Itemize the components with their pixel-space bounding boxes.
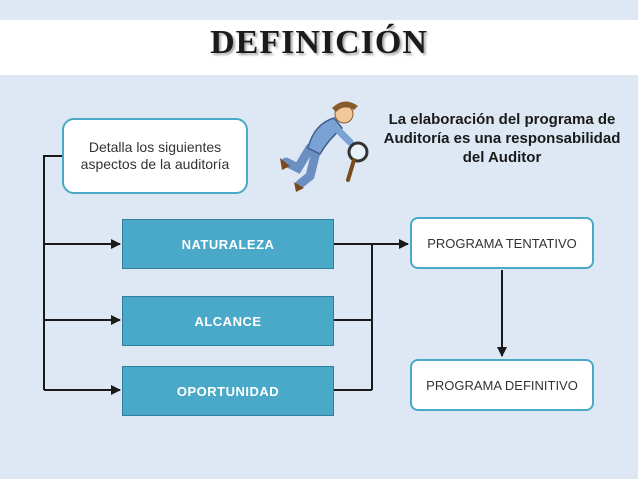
aspect-label: NATURALEZA	[181, 236, 275, 252]
aspect-naturaleza: NATURALEZA	[122, 219, 334, 269]
programa-definitivo-box: PROGRAMA DEFINITIVO	[410, 359, 594, 411]
callout-text: Detalla los siguientes aspectos de la au…	[80, 139, 230, 172]
aspect-alcance: ALCANCE	[122, 296, 334, 346]
aspect-label: ALCANCE	[194, 313, 262, 329]
page-title: DEFINICIÓN	[210, 24, 428, 61]
callout-bracket	[43, 155, 62, 390]
aspect-oportunidad: OPORTUNIDAD	[122, 366, 334, 416]
detective-magnifier-icon	[280, 101, 369, 192]
program-label: PROGRAMA TENTATIVO	[427, 235, 577, 251]
aspects-callout: Detalla los siguientes aspectos de la au…	[62, 118, 248, 194]
programa-tentativo-box: PROGRAMA TENTATIVO	[410, 217, 594, 269]
program-label: PROGRAMA DEFINITIVO	[426, 377, 578, 393]
aspect-label: OPORTUNIDAD	[176, 383, 280, 399]
title-band	[0, 20, 638, 75]
responsibility-note: La elaboración del programa de Auditoría…	[383, 111, 621, 166]
